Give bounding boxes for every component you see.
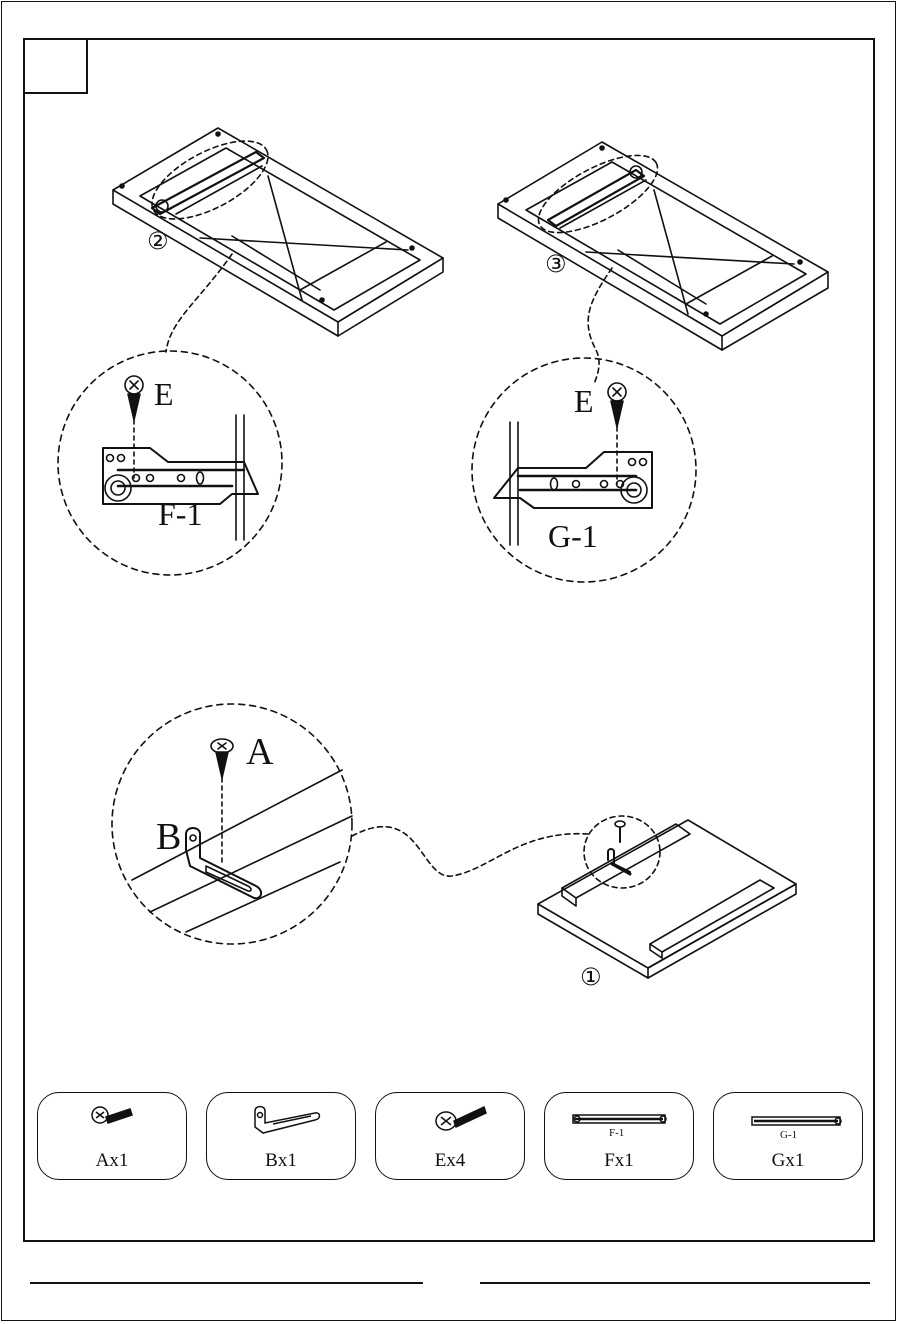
bracket-label-f1: F-1: [158, 496, 202, 533]
callout-1: ①: [580, 963, 602, 991]
part-card-b: Bx1: [206, 1092, 356, 1180]
part-card-f: F-1 Fx1: [544, 1092, 694, 1180]
screw-label-e-right: E: [574, 383, 594, 420]
board-drawing: [538, 816, 796, 978]
part-card-e: Ex4: [375, 1092, 525, 1180]
screw-label-a: A: [246, 730, 273, 774]
part-qty-a: Ax1: [38, 1150, 186, 1172]
part-qty-e: Ex4: [376, 1150, 524, 1172]
screw-label-e-left: E: [154, 376, 174, 413]
bracket-label-b: B: [156, 815, 181, 859]
part-card-a: Ax1: [37, 1092, 187, 1180]
part-card-g: G-1 Gx1: [713, 1092, 863, 1180]
frame-right-drawing: [498, 140, 828, 350]
callout-3: ③: [545, 250, 567, 278]
bracket-label-g1: G-1: [548, 518, 598, 555]
detail-circle-bottom: [112, 704, 352, 944]
part-qty-b: Bx1: [207, 1150, 355, 1172]
slide-rail-f-tag: F-1: [609, 1127, 624, 1139]
footer-rule-left: [30, 1282, 423, 1284]
footer-rule-right: [480, 1282, 870, 1284]
slide-rail-g-tag: G-1: [780, 1129, 797, 1141]
part-qty-f: Fx1: [545, 1150, 693, 1172]
part-qty-g: Gx1: [714, 1150, 862, 1172]
callout-2: ②: [147, 227, 169, 255]
